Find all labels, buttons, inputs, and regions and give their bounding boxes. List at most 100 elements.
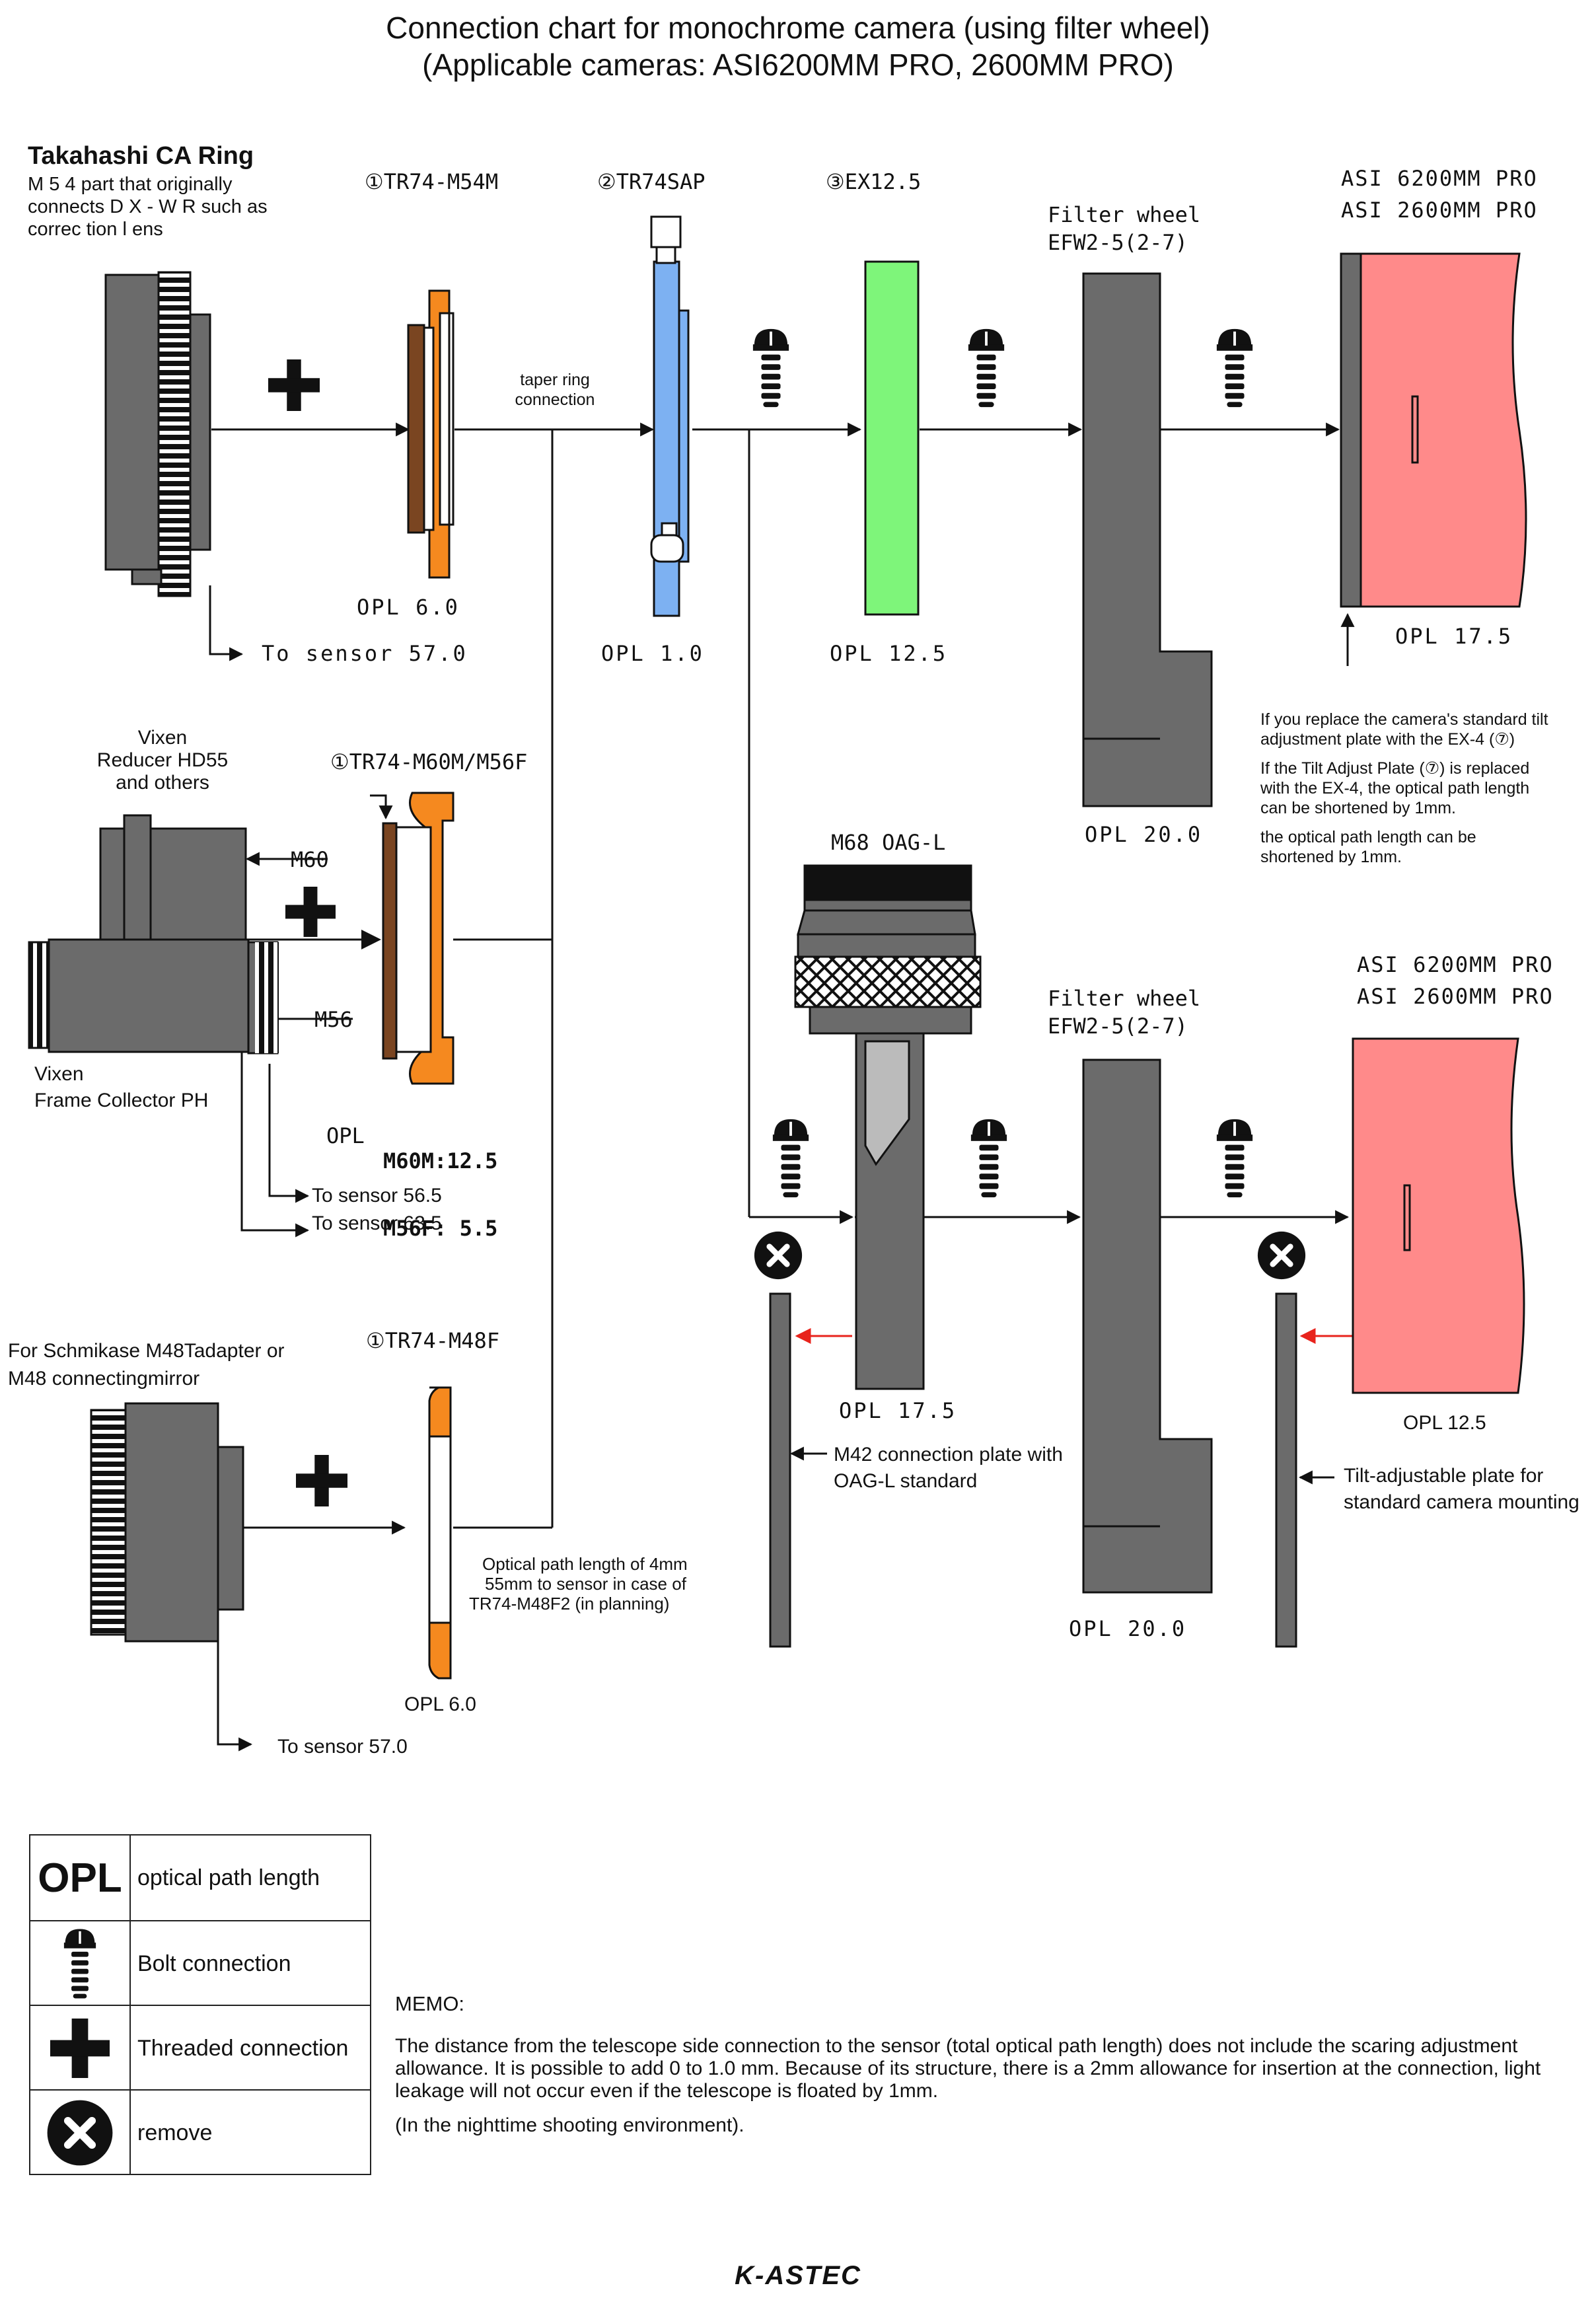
thread-plus-icon — [285, 887, 336, 937]
ca-ring-to-sensor: To sensor 57.0 — [262, 641, 468, 666]
legend-thread-label: Threaded connection — [137, 2035, 349, 2061]
taper-line: connection — [515, 390, 595, 409]
camera-top-part — [1340, 252, 1527, 608]
tilt-note-line: with the EX-4, the optical path length — [1260, 779, 1530, 798]
bolt-icon — [752, 328, 789, 408]
tilt-plate-line: standard camera mounting — [1344, 1491, 1579, 1513]
remove-x-icon — [30, 2091, 131, 2175]
thread-plus-icon — [30, 2006, 131, 2091]
m48f-note-line: Optical path length of 4mm — [482, 1554, 688, 1574]
taper-line: taper ring — [520, 371, 590, 389]
thread-plus-icon — [296, 1455, 347, 1506]
tilt-note-line: can be shortened by 1mm. — [1260, 799, 1456, 817]
memo-heading: MEMO: — [395, 1992, 465, 2015]
memo-line: allowance. It is possible to add 0 to 1.… — [395, 2058, 1541, 2079]
m48-adapter-part — [90, 1402, 244, 1643]
tr74-m60m-opl-values: M60M:12.5 M56F: 5.5 — [383, 1105, 497, 1262]
memo-line: leakage will not occur even if the teles… — [395, 2080, 939, 2102]
vixen-to-sensor-b: To sensor 63.5 — [312, 1212, 442, 1234]
oag-opl: OPL 17.5 — [839, 1398, 957, 1423]
legend-remove-label: remove — [137, 2120, 213, 2145]
m48f-note-line: TR74-M48F2 (in planning) — [469, 1594, 670, 1614]
camera-top-opl: OPL 17.5 — [1395, 624, 1513, 649]
tr74-m54m-opl: OPL 6.0 — [357, 595, 460, 620]
filter-wheel-top-line: EFW2-5(2-7) — [1048, 230, 1188, 255]
m42-connection-plate — [769, 1292, 791, 1648]
tr74-m60m-opl-prefix: OPL — [326, 1123, 365, 1148]
tr74sap-label: ②TR74SAP — [597, 169, 706, 194]
tr74-m48f-label: ①TR74-M48F — [366, 1328, 500, 1353]
title-line-1: Connection chart for monochrome camera (… — [386, 11, 1210, 45]
bolt-icon — [1216, 1119, 1253, 1198]
ca-ring-desc-line: M 5 4 part that originally — [28, 174, 233, 195]
memo-line: The distance from the telescope side con… — [395, 2035, 1518, 2057]
camera-top-label: ASI 6200MM PRO ASI 2600MM PRO — [1341, 163, 1538, 226]
filter-wheel-bottom-label: Filter wheel EFW2-5(2-7) — [1048, 984, 1200, 1040]
m60-label: M60 — [291, 847, 329, 872]
opl-symbol: OPL — [30, 1836, 131, 1920]
vixen-frame-line: Vixen — [34, 1063, 84, 1085]
m42-plate-line: M42 connection plate with — [834, 1444, 1063, 1465]
camera-top-line: ASI 6200MM PRO — [1341, 166, 1538, 191]
m48-desc-line: M48 connectingmirror — [8, 1368, 200, 1390]
camera-bottom-part — [1352, 1037, 1525, 1394]
ca-ring-description: M 5 4 part that originally connects D X … — [28, 173, 268, 241]
legend-bolt-label: Bolt connection — [137, 1950, 291, 1976]
vixen-frame-line: Frame Collector PH — [34, 1090, 209, 1111]
bolt-icon — [970, 1119, 1007, 1198]
tilt-note-line: the optical path length can be — [1260, 828, 1476, 846]
m42-plate-line: OAG-L standard — [834, 1470, 978, 1492]
taper-ring-label: taper ring connection — [509, 370, 601, 410]
ca-ring-desc-line: connects D X - W R such as — [28, 196, 268, 217]
vixen-reducer-label: Vixen Reducer HD55 and others — [83, 727, 242, 794]
filter-wheel-bottom-line: EFW2-5(2-7) — [1048, 1014, 1188, 1039]
filter-wheel-top-label: Filter wheel EFW2-5(2-7) — [1048, 201, 1200, 256]
remove-x-icon — [1258, 1232, 1305, 1279]
title-line-2: (Applicable cameras: ASI6200MM PRO, 2600… — [422, 48, 1174, 82]
camera-bottom-line: ASI 2600MM PRO — [1357, 984, 1554, 1009]
tr74-m48f-opl: OPL 6.0 — [404, 1693, 476, 1715]
opl-m56-value: M56F: 5.5 — [383, 1216, 498, 1241]
camera-bottom-label: ASI 6200MM PRO ASI 2600MM PRO — [1357, 949, 1554, 1012]
m48f-note-line: 55mm to sensor in case of — [485, 1574, 686, 1594]
legend-row-remove: remove — [30, 2089, 370, 2175]
ex12.5-opl: OPL 12.5 — [830, 641, 948, 666]
remove-x-icon — [754, 1232, 802, 1279]
tilt-adjustable-plate — [1275, 1292, 1297, 1648]
tilt-plate-label: Tilt-adjustable plate for standard camer… — [1344, 1463, 1579, 1516]
filter-wheel-bottom-opl: OPL 20.0 — [1069, 1616, 1187, 1641]
m48-to-sensor: To sensor 57.0 — [277, 1736, 408, 1758]
tilt-note-line: adjustment plate with the EX-4 (⑦) — [1260, 730, 1515, 749]
tr74-m60m-m56f-part — [382, 792, 454, 1085]
bolt-icon — [968, 328, 1005, 408]
memo-body: The distance from the telescope side con… — [395, 2035, 1541, 2137]
vixen-frame-label: Vixen Frame Collector PH — [34, 1061, 208, 1114]
brand-logo: K-ASTEC — [735, 2261, 861, 2290]
filter-wheel-top-opl: OPL 20.0 — [1085, 822, 1203, 847]
m56-label: M56 — [314, 1007, 353, 1032]
opl-m60-value: M60M:12.5 — [383, 1148, 498, 1173]
filter-wheel-bottom-line: Filter wheel — [1048, 986, 1201, 1011]
filter-wheel-top-part — [1082, 272, 1213, 807]
vixen-to-sensor-a: To sensor 56.5 — [312, 1185, 442, 1206]
oag-label: M68 OAG-L — [831, 830, 946, 855]
page-title: Connection chart for monochrome camera (… — [0, 9, 1596, 83]
vixen-reducer-line: and others — [116, 772, 209, 794]
tr74-m60m-label: ①TR74-M60M/M56F — [330, 749, 528, 774]
m42-plate-label: M42 connection plate with OAG-L standard — [834, 1442, 1063, 1495]
tr74-m54m-part — [407, 289, 454, 579]
tr74-m48f-note: Optical path length of 4mm 55mm to senso… — [469, 1554, 688, 1614]
camera-bottom-line: ASI 6200MM PRO — [1357, 952, 1554, 977]
vixen-reducer-line: Vixen — [137, 727, 188, 749]
camera-top-line: ASI 2600MM PRO — [1341, 198, 1538, 223]
tr74sap-opl: OPL 1.0 — [601, 641, 704, 666]
legend-row-opl: OPL optical path length — [30, 1836, 370, 1920]
legend-opl-label: optical path length — [137, 1865, 320, 1890]
ex12.5-label: ③EX12.5 — [826, 169, 922, 194]
tilt-note-line: If the Tilt Adjust Plate (⑦) is replaced — [1260, 759, 1530, 778]
ex12.5-part — [864, 260, 920, 616]
bolt-icon — [1216, 328, 1253, 408]
ca-ring-part — [104, 271, 211, 597]
tilt-plate-line: Tilt-adjustable plate for — [1344, 1465, 1544, 1487]
